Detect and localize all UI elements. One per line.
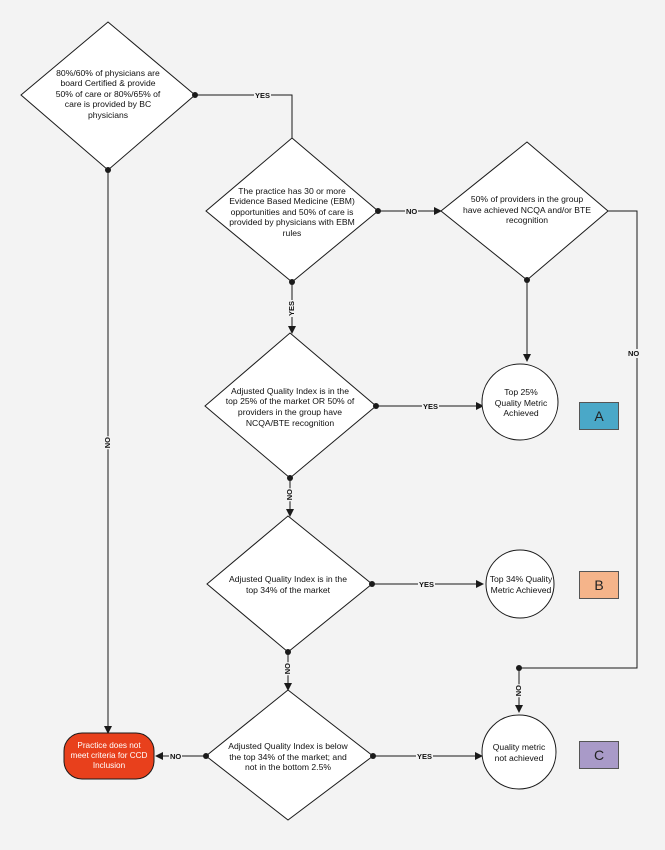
edge-label-yes: YES	[422, 402, 440, 411]
edge-ncqa-no	[515, 210, 638, 713]
ncqa-bte-text: 50% of providers in the group have achie…	[462, 194, 592, 226]
junction-dot	[516, 665, 522, 671]
edge-label-yes: YES	[287, 300, 296, 318]
top34-achieved-text: Top 34% Quality Metric Achieved	[489, 574, 553, 595]
junction-dot	[375, 208, 381, 214]
junction-dot	[287, 475, 293, 481]
terminal-not-meet-shape	[63, 732, 155, 780]
board-certified-text: 80%/60% of physicians are board Certifie…	[55, 67, 161, 120]
aqi-top34-text: Adjusted Quality Index is in the top 34%…	[229, 574, 347, 595]
outcome-not-achieved-circle	[481, 714, 557, 790]
aqi-below34-text: Adjusted Quality Index is below the top …	[228, 741, 348, 773]
junction-dot	[192, 92, 198, 98]
edge-label-no: NO	[285, 488, 294, 502]
edge-label-no: NO	[169, 752, 183, 761]
tag-a: A	[579, 402, 619, 430]
outcome-top25-circle	[481, 363, 559, 441]
edge-label-yes: YES	[254, 91, 272, 100]
junction-dot	[524, 277, 530, 283]
edge-label-yes: YES	[418, 580, 436, 589]
junction-dot	[369, 581, 375, 587]
junction-dot	[370, 753, 376, 759]
edge-label-no: NO	[103, 436, 112, 450]
junction-dot	[203, 753, 209, 759]
outcome-top34-circle	[485, 549, 555, 619]
top25-achieved-text: Top 25% Quality Metric Achieved	[494, 387, 548, 419]
junction-dot	[289, 279, 295, 285]
not-achieved-text: Quality metric not achieved	[492, 742, 546, 763]
junction-dot	[285, 649, 291, 655]
tag-c: C	[579, 741, 619, 769]
aqi-top25-text: Adjusted Quality Index is in the top 25%…	[225, 385, 355, 428]
edge-board-yes	[195, 94, 293, 138]
ebm-opportunities-text: The practice has 30 or more Evidence Bas…	[229, 185, 355, 238]
not-meet-criteria-text: Practice does not meet criteria for CCD …	[70, 741, 148, 770]
edge-label-yes: YES	[416, 752, 434, 761]
edge-label-no: NO	[627, 349, 641, 358]
junction-dot	[105, 167, 111, 173]
edge-label-no: NO	[514, 684, 523, 698]
edge-label-no: NO	[283, 662, 292, 676]
decision-aqi-below34	[205, 689, 374, 821]
tag-b: B	[579, 571, 619, 599]
junction-dot	[373, 403, 379, 409]
edge-label-no: NO	[405, 207, 419, 216]
